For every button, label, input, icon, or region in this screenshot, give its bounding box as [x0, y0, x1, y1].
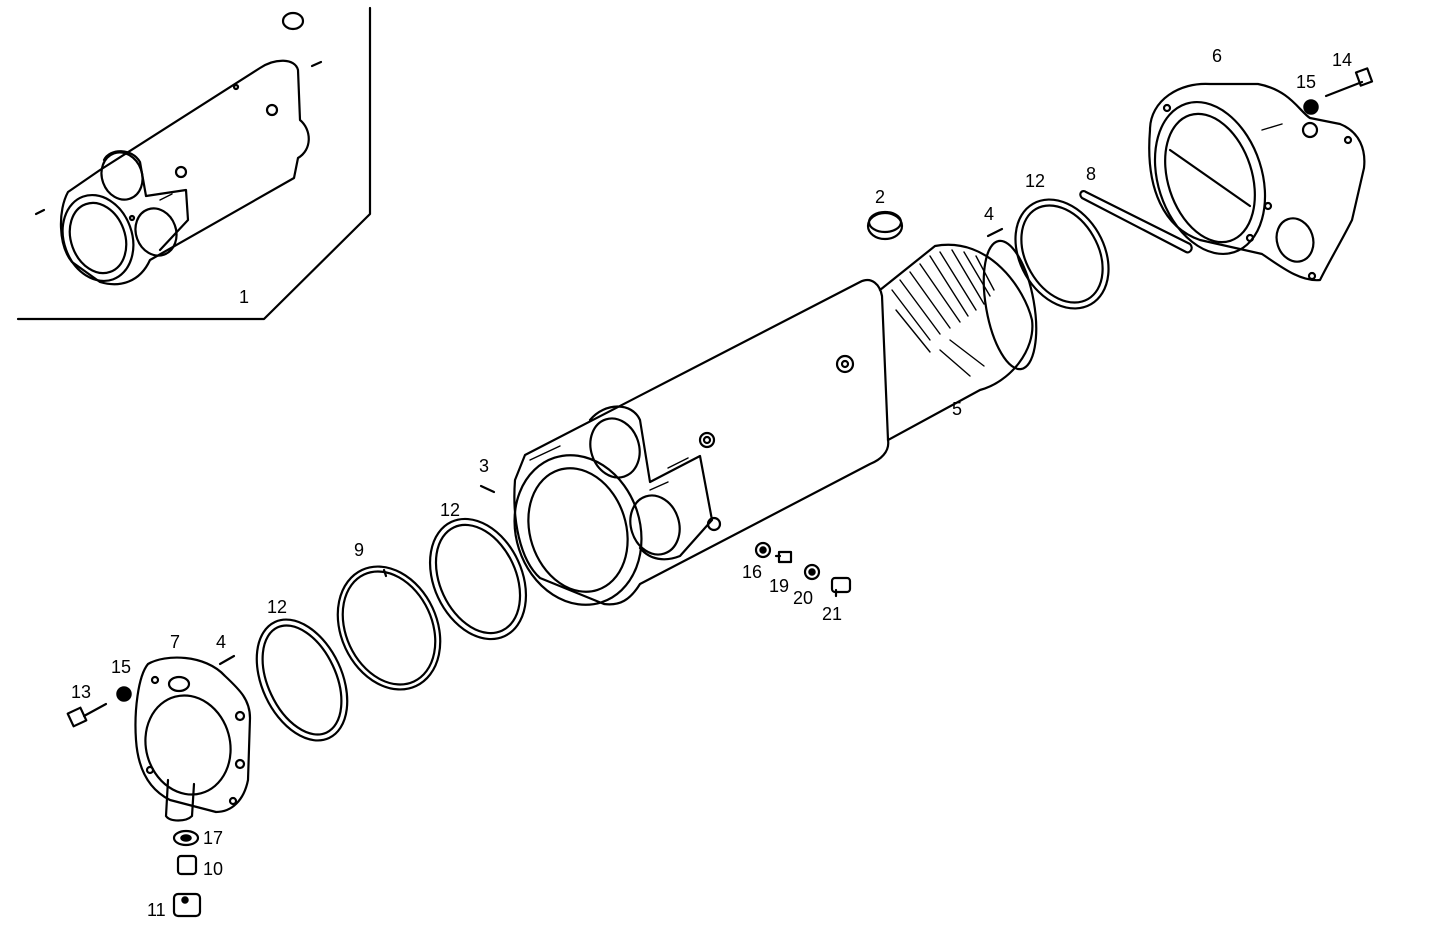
part-2-cap-inset	[34, 11, 323, 216]
part-16-washer	[754, 541, 772, 559]
callout-12-left: 12	[267, 597, 287, 617]
callout-5: 5	[952, 399, 962, 419]
part-19-screw	[774, 550, 793, 564]
part-7-end-cover	[134, 656, 252, 822]
callout-8: 8	[1086, 164, 1096, 184]
part-8-seal-strip	[1079, 190, 1193, 254]
callout-13: 13	[71, 682, 91, 702]
callout-17: 17	[203, 828, 223, 848]
callout-12-middle: 12	[440, 500, 460, 520]
callout-9: 9	[354, 540, 364, 560]
part-5-filter-element	[878, 239, 1038, 442]
filter-pleats	[891, 249, 995, 377]
part-6-end-cover	[1148, 82, 1366, 282]
callout-11: 11	[147, 900, 166, 920]
part-4-pin-right	[986, 227, 1004, 238]
callout-16: 16	[742, 562, 762, 582]
part-15-nut-left	[116, 686, 132, 702]
part-9-ring	[336, 565, 442, 691]
callout-4-right: 4	[984, 204, 994, 224]
part-12-oring-middle	[428, 517, 528, 641]
callout-labels: 1 2 3 4 4 5 6 7 8 9 10 11 12 12 12 13 14…	[71, 46, 1352, 920]
part-20-washer	[803, 563, 821, 581]
part-14-bolt	[1324, 67, 1374, 98]
part-13-bolt	[66, 702, 108, 728]
part-10-plug	[176, 854, 198, 876]
callout-15-left: 15	[111, 657, 131, 677]
part-2-cap	[866, 210, 904, 241]
part-17-washer	[172, 829, 200, 847]
part-5-cooler-body	[513, 279, 890, 606]
part-21-plug	[830, 576, 852, 598]
part-15-nut-right	[1303, 99, 1319, 115]
part-4-pin-left	[218, 654, 236, 666]
part-1-assembly	[59, 59, 310, 286]
callout-21: 21	[822, 604, 842, 624]
callout-12-right: 12	[1025, 171, 1045, 191]
callout-10: 10	[203, 859, 223, 879]
callout-1: 1	[239, 287, 249, 307]
inset-frame	[16, 6, 372, 321]
callout-2: 2	[875, 187, 885, 207]
part-3-pin	[479, 484, 496, 494]
callout-20: 20	[793, 588, 813, 608]
callout-15-right: 15	[1296, 72, 1316, 92]
part-11-drain-plug	[172, 892, 202, 918]
callout-4-left: 4	[216, 632, 226, 652]
callout-19: 19	[769, 576, 789, 596]
callout-3: 3	[479, 456, 489, 476]
callout-7: 7	[170, 632, 180, 652]
part-12-oring-right	[1014, 198, 1110, 310]
part-12-oring-left	[255, 618, 349, 742]
callout-6: 6	[1212, 46, 1222, 66]
callout-14: 14	[1332, 50, 1352, 70]
